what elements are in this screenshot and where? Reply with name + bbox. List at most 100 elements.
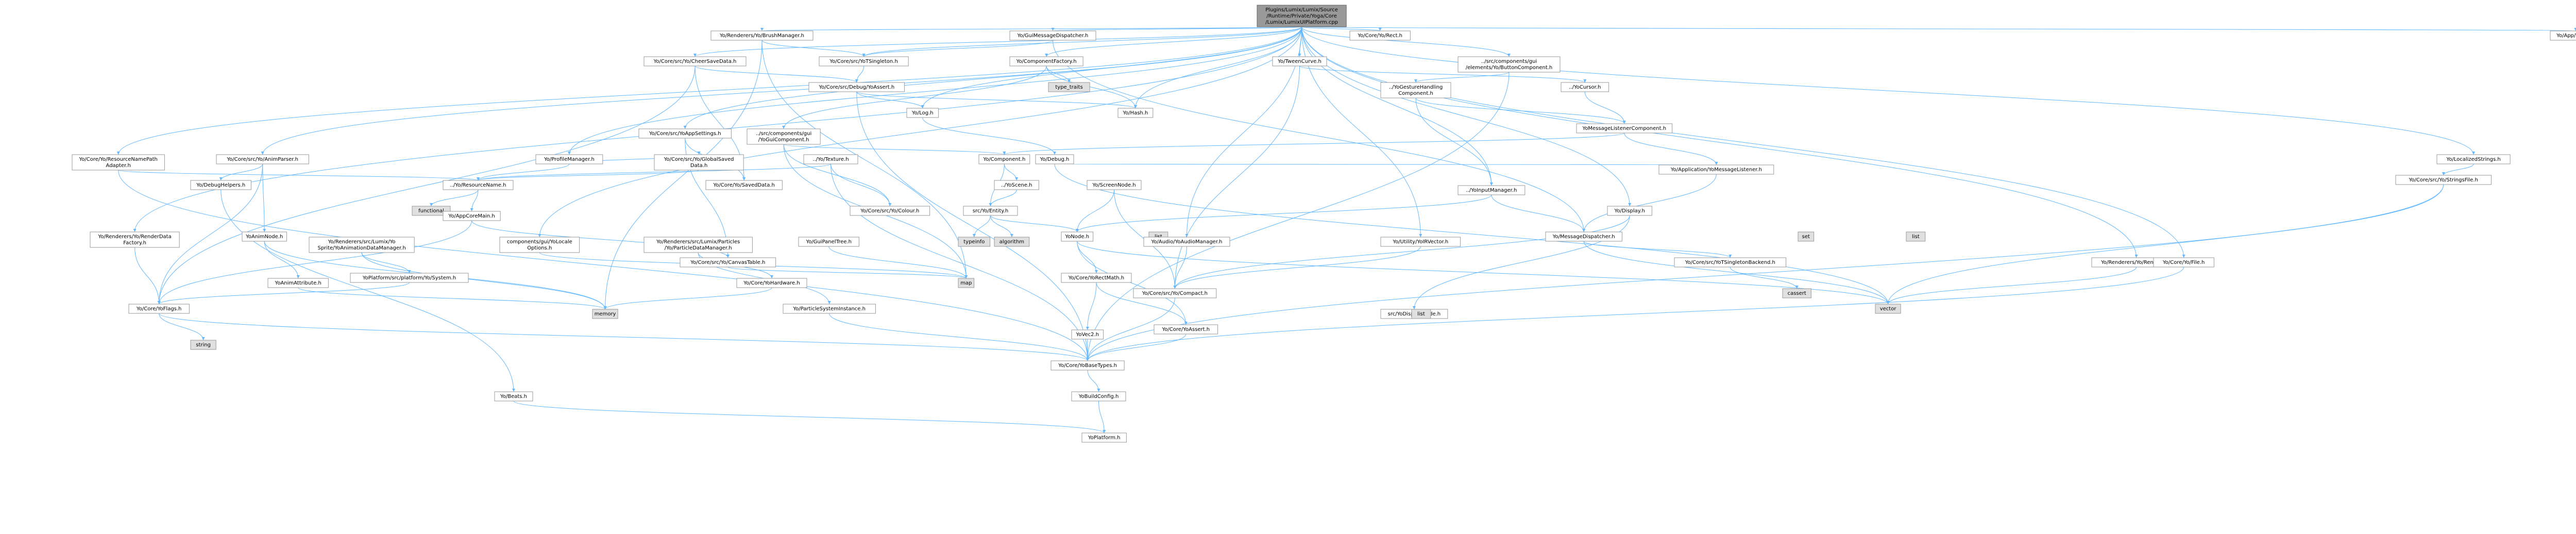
graph-node-n29[interactable]: Yo/Application/YoMessageListener.h [1658,164,1774,175]
graph-node-n31[interactable]: ../Yo/ResourceName.h [443,180,514,190]
graph-node-n30[interactable]: Yo/DebugHelpers.h [190,180,251,190]
graph-node-n61[interactable]: Yo/Core/YoHardware.h [736,278,807,288]
graph-edge [118,26,1302,155]
graph-node-n18[interactable]: YoMessageListenerComponent.h [1576,123,1673,134]
graph-node-n3[interactable]: Yo/Core/Yo/Rect.h [1349,30,1411,41]
graph-node-n69[interactable]: YoBuildConfig.h [1071,391,1126,402]
graph-node-n36[interactable]: Yo/Display.h [1607,206,1652,216]
graph-node-n39[interactable]: src/Yo/Entity.h [963,206,1018,216]
graph-node-n11[interactable]: type_traits [1048,82,1090,92]
graph-node-n34[interactable]: ../YoScene.h [994,180,1039,190]
graph-node-n16[interactable]: Yo/Core/src/YoAppSettings.h [638,128,732,139]
graph-edge-arrowhead [1715,162,1718,165]
graph-node-n1[interactable]: Yo/Renderers/Yo/BrushManager.h [710,30,814,41]
graph-node-label: ../YoCursor.h [1569,85,1601,90]
graph-node-n8[interactable]: Yo/TweenCurve.h [1272,56,1327,66]
graph-node-n73[interactable]: vector [1875,304,1901,314]
graph-node-n63[interactable]: Yo/Core/YoRectMath.h [1061,273,1132,283]
graph-node-n32[interactable]: functional [412,206,451,216]
graph-node-n60[interactable]: YoAnimAttribute.h [267,278,329,288]
graph-node-n49[interactable]: typeinfo [958,237,991,247]
graph-node-n46[interactable]: Yo/GuiPanelTree.h [798,237,859,247]
graph-node-n58[interactable]: list [1906,231,1926,242]
graph-node-n75[interactable]: string [190,340,216,350]
graph-edge-arrowhead [862,54,866,57]
graph-node-n54[interactable]: Yo/MessageDispatcher.h [1545,231,1622,242]
graph-node-n4[interactable]: Yo/App/Timer.h [2550,30,2576,41]
graph-node-n43[interactable]: Yo/Renderers/src/Lumix/YoSprite/YoAnimat… [309,237,415,253]
graph-node-n68[interactable]: Yo/Core/YoBaseTypes.h [1050,360,1125,371]
graph-node-n70[interactable]: YoPlatform.h [1081,432,1127,443]
graph-node-n24[interactable]: Yo/Component.h [978,154,1030,164]
graph-node-label: Yo/Core/YoHardware.h [743,280,800,286]
graph-node-n57[interactable]: Yo/Core/YoFlags.h [128,304,190,314]
graph-node-n17[interactable]: ../src/components/gui/YoGuiComponent.h [747,128,821,145]
graph-node-n10[interactable]: Yo/Core/src/Debug/YoAssert.h [808,82,905,92]
graph-node-n26[interactable]: Yo/LocalizedStrings.h [2436,154,2511,164]
graph-node-n2[interactable]: Yo/GuiMessageDispatcher.h [1009,30,1096,41]
graph-node-n50[interactable]: algorithm [994,237,1030,247]
graph-node-box [1380,237,1461,247]
graph-node-n14[interactable]: Yo/Log.h [906,108,939,118]
graph-node-n74[interactable]: memory [592,309,618,319]
graph-node-n48[interactable]: YoNode.h [1061,231,1094,242]
graph-node-n21[interactable]: Yo/Core/src/Yo/AnimParser.h [216,154,309,164]
graph-node-n47[interactable]: Yo/Core/src/Yo/CanvasTable.h [680,257,776,268]
graph-node-n23[interactable]: ../Yo/Texture.h [803,154,858,164]
graph-node-label: Data.h [690,163,707,169]
graph-node-label: YoNode.h [1065,234,1090,240]
graph-node-box [2550,30,2576,41]
graph-node-n37[interactable]: Yo/AppCoreMain.h [443,211,501,221]
graph-node-box [747,128,821,145]
graph-node-n76[interactable]: map [958,278,975,288]
graph-node-n35[interactable]: Yo/ScreenNode.h [1087,180,1142,190]
graph-edge [1087,333,1187,361]
graph-node-n78[interactable]: list [1411,309,1431,319]
graph-node-n56[interactable]: Yo/Core/Yo/File.h [2153,257,2214,268]
graph-edge-arrowhead [989,203,992,206]
graph-node-n52[interactable]: Yo/Utility/YoIRVector.h [1380,237,1461,247]
graph-node-n7[interactable]: Yo/ComponentFactory.h [1009,56,1083,66]
graph-node-n51[interactable]: Yo/Audio/YoAudioManager.h [1143,237,1230,247]
graph-node-n6[interactable]: Yo/Core/src/YoTSingleton.h [819,56,909,66]
graph-node-n66[interactable]: Yo/Core/YoAssert.h [1154,324,1218,335]
graph-node-n71[interactable]: Yo/Beats.h [494,391,533,402]
graph-node-n13[interactable]: ../YoCursor.h [1561,82,1609,92]
graph-node-box [1782,288,1811,298]
graph-node-n65[interactable]: Yo/Core/src/Yo/Compact.h [1133,288,1217,298]
graph-node-n42[interactable]: YoAnimNode.h [242,231,287,242]
graph-node-n77[interactable]: set [1798,231,1815,242]
graph-node-n38[interactable]: Yo/Core/src/Yo/Colour.h [850,206,930,216]
graph-edge [539,26,1302,238]
graph-node-box [1576,123,1673,134]
graph-edge [1624,132,1717,165]
graph-node-n5[interactable]: Yo/Core/src/Yo/CheerSaveData.h [643,56,747,66]
graph-node-box [638,128,732,139]
graph-node-n25[interactable]: Yo/Debug.h [1035,154,1074,164]
graph-node-n33[interactable]: Yo/Core/Yo/SavedData.h [705,180,783,190]
graph-node-n67[interactable]: YoVec2.h [1071,329,1104,340]
graph-node-n9[interactable]: ../src/components/gui/elements/Yo/Button… [1458,56,1561,73]
graph-node-n72[interactable]: cassert [1782,288,1811,298]
graph-edge [1087,297,1175,361]
graph-node-n53[interactable]: Yo/Core/src/YoTSingletonBackend.h [1674,257,1787,268]
graph-edge [831,163,1088,361]
graph-edge-arrowhead [1010,234,1013,237]
graph-node-label: Yo/Core/src/YoTSingleton.h [829,59,897,64]
graph-node-n59[interactable]: YoPlatform/src/platform/Yo/System.h [350,273,469,283]
graph-node-n28[interactable]: ../YoInputManager.h [1458,185,1526,195]
graph-node-label: Yo/App/Timer.h [2556,33,2576,39]
graph-node-n15[interactable]: Yo/Hash.h [1117,108,1154,118]
graph-node-n62[interactable]: Yo/ParticleSystemInstance.h [783,304,876,314]
graph-edge [262,163,265,232]
graph-node-n45[interactable]: Yo/Renderers/src/Lumix/Particles/Yo/Part… [643,237,753,253]
graph-edge-arrowhead [1507,54,1511,57]
graph-node-n22[interactable]: Yo/ProfileManager.h [535,154,603,164]
graph-node-root[interactable]: Plugins/Lumix/Lumix/Source/Runtime/Priva… [1257,5,1347,27]
graph-node-n27[interactable]: Yo/Core/src/Yo/StringsFile.h [2395,175,2492,185]
